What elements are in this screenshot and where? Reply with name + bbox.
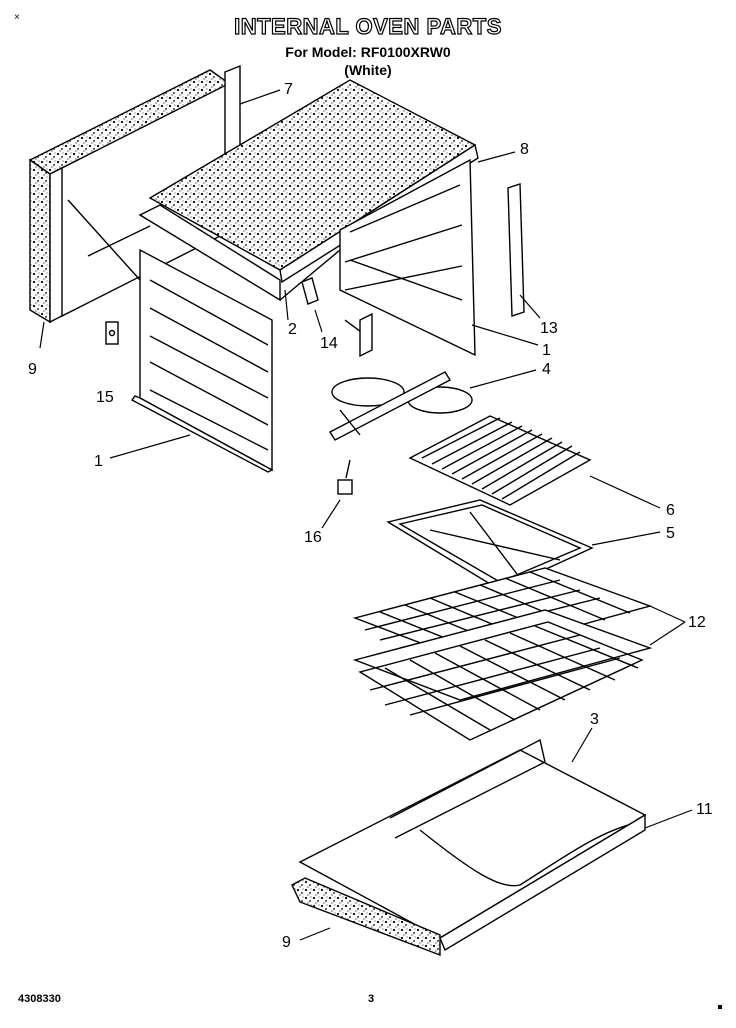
callout-14: 14 (320, 335, 338, 352)
page-number: 3 (368, 993, 375, 1005)
callout-9-top: 9 (28, 361, 37, 378)
oven-bottom-panel (298, 738, 647, 952)
callout-7: 7 (284, 81, 293, 98)
insulation-bottom-strip (291, 877, 441, 957)
document-number: 4308330 (18, 993, 61, 1005)
callout-6: 6 (666, 502, 675, 519)
callout-11: 11 (696, 801, 713, 818)
side-trim-strip (507, 183, 525, 317)
oven-rack-lower (352, 609, 653, 741)
callout-8: 8 (520, 141, 529, 158)
bake-element (329, 312, 473, 441)
page-title: INTERNAL OVEN PARTS (233, 13, 502, 39)
small-bracket (105, 321, 119, 345)
callout-16: 16 (304, 529, 322, 546)
callout-5: 5 (666, 525, 675, 542)
registration-mark (718, 1005, 722, 1009)
callout-1-left: 1 (94, 453, 103, 470)
callout-12: 12 (688, 614, 706, 631)
callout-1-right: 1 (542, 342, 551, 359)
callout-9-bottom: 9 (282, 934, 291, 951)
wire-connector (337, 459, 353, 495)
callout-4: 4 (542, 361, 551, 378)
color-label: (White) (344, 62, 392, 78)
callout-3: 3 (590, 711, 599, 728)
callout-15: 15 (96, 389, 114, 406)
leader-lines (39, 89, 693, 941)
mounting-clip (301, 277, 319, 305)
corner-mark: × (14, 12, 20, 23)
broiler-pan (386, 499, 594, 591)
callout-2: 2 (288, 321, 297, 338)
callout-labels: 7 8 9 15 2 14 13 1 4 1 16 6 5 12 3 11 9 (28, 81, 713, 951)
right-side-wall (339, 158, 476, 357)
left-side-wall (130, 248, 274, 473)
broiler-grid (408, 415, 592, 506)
model-number: For Model: RF0100XRW0 (285, 44, 451, 60)
callout-13: 13 (540, 320, 558, 337)
